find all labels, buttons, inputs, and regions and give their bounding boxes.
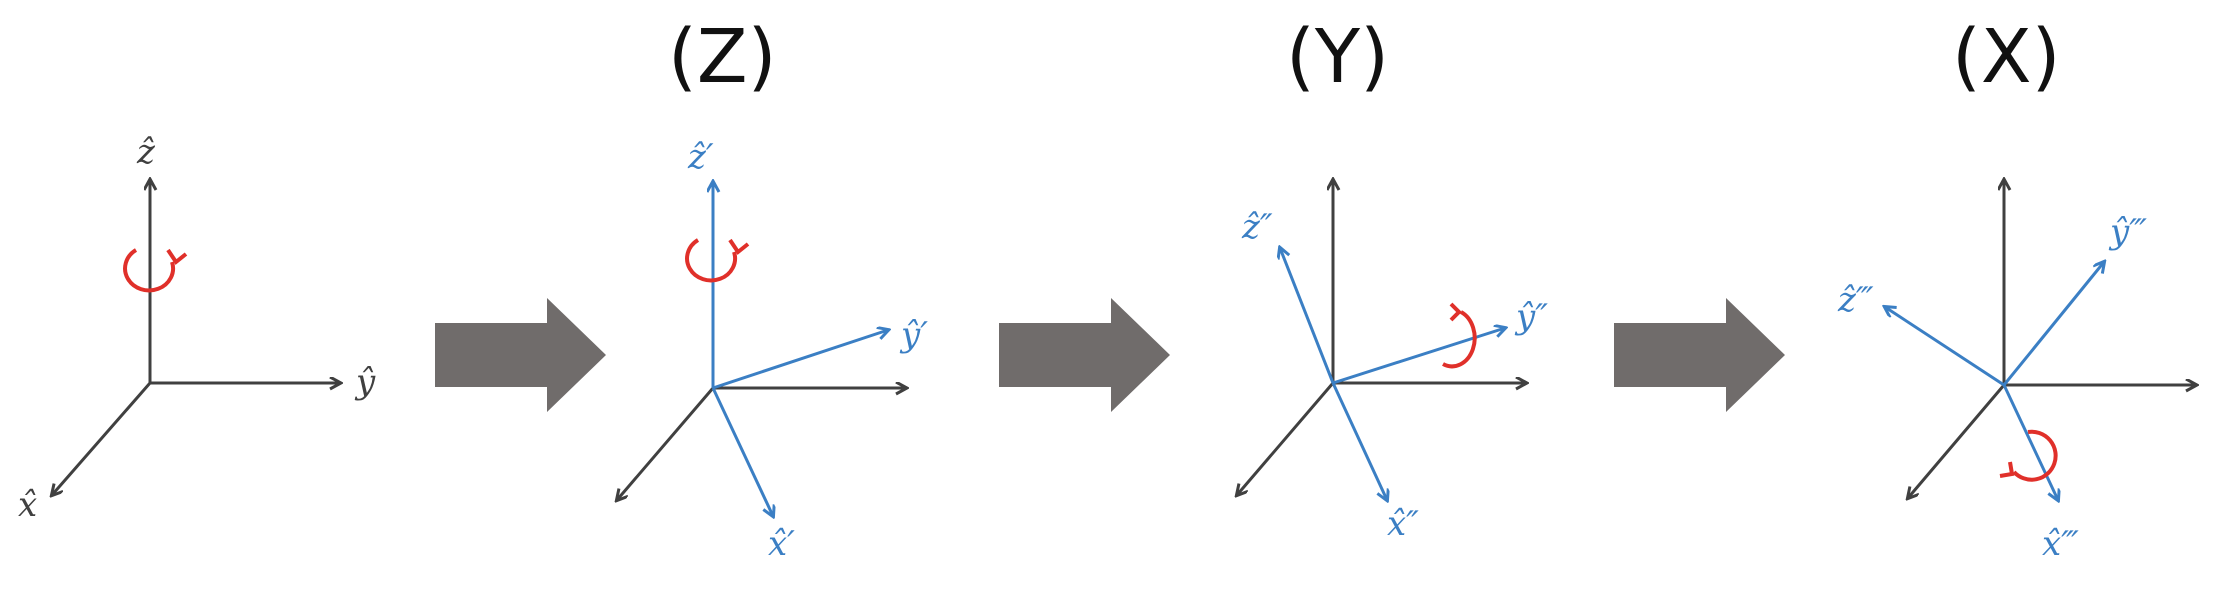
step-title-x: (X) (1952, 14, 2061, 100)
x-prime-axis (711, 387, 773, 516)
rotation-arrow-icon (123, 248, 188, 293)
block-right-arrow-icon (1614, 298, 1785, 412)
rotation-arrow-icon (1999, 429, 2058, 482)
rotation-arrow-icon (685, 238, 750, 283)
rotation-arrow-icon (1442, 302, 1477, 369)
z-triple-prime-axis (1885, 307, 2005, 387)
step-title-y: (Y) (1286, 14, 1389, 100)
z-double-prime-label: ẑ″ (1241, 207, 1273, 247)
frame-original: ẑ ŷ x̂ (18, 132, 376, 525)
block-right-arrow-icon (435, 298, 606, 412)
y-prime-axis (712, 330, 888, 390)
y-double-prime-label: ŷ″ (1514, 297, 1548, 337)
ref-x-axis (617, 387, 715, 500)
z-double-prime-axis (1280, 248, 1335, 384)
step-title-z: (Z) (668, 14, 777, 100)
x-double-prime-label: x̂″ (1387, 504, 1419, 544)
z-prime-label: ẑ′ (687, 137, 714, 177)
y-triple-prime-axis (2002, 262, 2104, 386)
x-triple-prime-label: x̂‴ (2042, 524, 2079, 564)
frame-after-z: ẑ′ ŷ′ x̂′ (617, 137, 928, 564)
x-axis (52, 382, 152, 495)
z-axis-label: ẑ (136, 132, 156, 172)
y-axis-label: ŷ (354, 362, 376, 402)
x-triple-prime-axis (2002, 384, 2058, 500)
y-prime-label: ŷ′ (899, 315, 928, 355)
ref-x-axis (1908, 384, 2006, 498)
y-double-prime-axis (1332, 328, 1505, 385)
block-right-arrow-icon (999, 298, 1170, 412)
ref-x-axis (1237, 382, 1335, 495)
frame-after-x: ẑ‴ ŷ‴ x̂‴ (1837, 180, 2196, 564)
frame-after-y: ẑ″ ŷ″ x̂″ (1237, 180, 1548, 544)
x-axis-label: x̂ (18, 485, 37, 525)
y-triple-prime-label: ŷ‴ (2108, 212, 2147, 252)
z-triple-prime-label: ẑ‴ (1837, 280, 1874, 320)
x-prime-label: x̂′ (768, 524, 795, 564)
x-double-prime-axis (1331, 382, 1387, 500)
